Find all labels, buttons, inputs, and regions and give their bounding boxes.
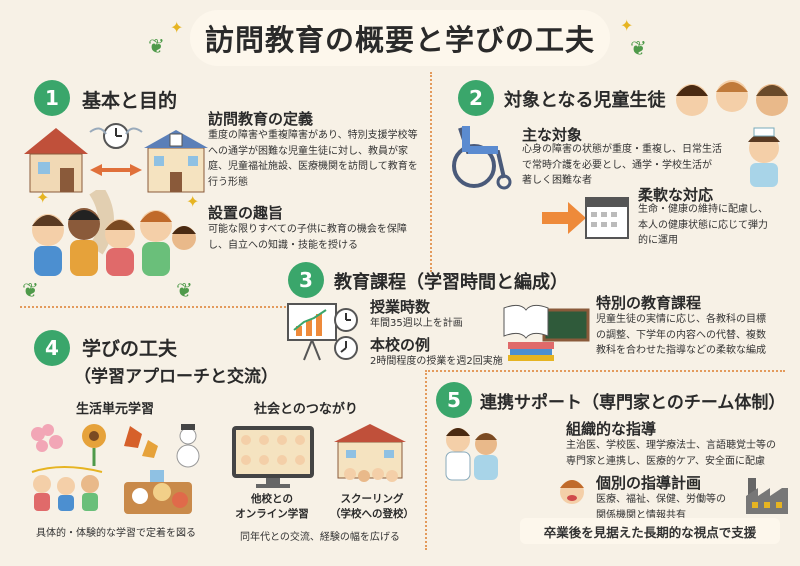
purpose-title: 設置の趣旨 bbox=[208, 204, 284, 222]
divider bbox=[430, 72, 432, 272]
social-connection-caption: 同年代との交流、経験の幅を広げる bbox=[240, 532, 400, 543]
section-4-subheading: （学習アプローチと交流） bbox=[74, 367, 278, 387]
school-example-text: 2時間程度の授業を週2回実施 bbox=[370, 356, 503, 367]
clock-icon bbox=[89, 123, 143, 149]
house-school-illustration bbox=[18, 118, 208, 198]
caregivers-icon bbox=[674, 78, 790, 188]
factory-icon bbox=[744, 474, 790, 516]
section-4-number: 4 bbox=[34, 330, 70, 366]
section-5-number: 5 bbox=[436, 382, 472, 418]
class-hours-text: 年間35週以上を計画 bbox=[370, 318, 463, 329]
page-title: 訪問教育の概要と学びの工夫 bbox=[190, 10, 610, 66]
social-connection-title: 社会とのつながり bbox=[254, 402, 358, 417]
individual-plan-title: 個別の指導計画 bbox=[596, 474, 702, 492]
schooling-label: スクーリング （学校への登校） bbox=[330, 493, 414, 520]
leaf-icon: ❦ bbox=[148, 34, 165, 58]
individual-plan-text: 医療、福祉、保健、労働等の 関係機関と情報共有 bbox=[596, 494, 726, 521]
main-target-title: 主な対象 bbox=[522, 126, 583, 144]
house-icon bbox=[24, 128, 88, 193]
video-call-icon bbox=[230, 424, 316, 490]
speech-person-icon bbox=[554, 476, 590, 512]
school-example-title: 本校の例 bbox=[370, 336, 431, 354]
school-children-icon bbox=[330, 420, 410, 490]
flexible-response-text: 生命・健康の維持に配慮し、 本人の健康状態に応じて弾力 的に運用 bbox=[638, 204, 768, 246]
flexible-response-title: 柔軟な対応 bbox=[638, 186, 714, 204]
online-learning-label: 他校との オンライン学習 bbox=[235, 493, 309, 520]
chalkboard-icon bbox=[542, 308, 590, 342]
chart-board-icon bbox=[284, 300, 360, 364]
school-icon bbox=[144, 130, 208, 193]
sparkle-icon: ✦ bbox=[620, 16, 634, 35]
calendar-icon bbox=[538, 188, 634, 244]
section-5-heading: 連携サポート（専門家とのチーム体制） bbox=[480, 393, 786, 413]
long-term-support-text: 卒業後を見据えた長期的な視点で支援 bbox=[543, 524, 757, 540]
section-2-heading: 対象となる児童生徒 bbox=[504, 90, 666, 111]
wheelchair-icon bbox=[446, 122, 516, 192]
divider bbox=[425, 370, 785, 372]
section-4-heading: 学びの工夫 bbox=[82, 338, 178, 360]
section-3-heading: 教育課程（学習時間と編成） bbox=[334, 272, 568, 293]
life-unit-learning-title: 生活単元学習 bbox=[76, 402, 155, 417]
meal-tray-icon bbox=[124, 470, 192, 514]
long-term-support-banner: 卒業後を見据えた長期的な視点で支援 bbox=[520, 518, 780, 544]
book-icon bbox=[500, 302, 592, 362]
section-1-number: 1 bbox=[34, 80, 70, 116]
purpose-text: 可能な限りすべての子供に教育の機会を保障 し、自立への知識・技能を授ける bbox=[208, 224, 407, 251]
doctor-icon bbox=[436, 424, 506, 484]
organized-guidance-text: 主治医、学校医、理学療法士、言語聴覚士等の 専門家と連携し、医療的ケア、安全面に… bbox=[566, 440, 776, 467]
leaf-icon: ❦ bbox=[630, 36, 647, 60]
main-target-text: 心身の障害の状態が重度・重複し、日常生活 で常時介護を必要とし、通学・学校生活が… bbox=[522, 144, 722, 186]
sparkle-icon: ✦ bbox=[36, 188, 50, 207]
section-1-heading: 基本と目的 bbox=[82, 90, 178, 112]
class-hours-title: 授業時数 bbox=[370, 298, 431, 316]
section-3-number: 3 bbox=[288, 262, 324, 298]
divider bbox=[20, 306, 290, 308]
nurse-icon bbox=[748, 127, 780, 187]
snowman-icon bbox=[176, 424, 200, 468]
organized-guidance-title: 組織的な指導 bbox=[566, 420, 657, 438]
definition-title: 訪問教育の定義 bbox=[208, 110, 314, 128]
definition-text: 重度の障害や重複障害があり、特別支援学校等 への通学が困難な児童生徒に対し、教員… bbox=[208, 130, 418, 188]
sparkle-icon: ✦ bbox=[186, 192, 200, 211]
page-title-text: 訪問教育の概要と学びの工夫 bbox=[204, 23, 595, 57]
sparkle-icon: ✦ bbox=[170, 18, 184, 37]
special-curriculum-title: 特別の教育課程 bbox=[596, 294, 702, 312]
flowers-icon bbox=[22, 420, 212, 520]
leaf-icon: ❦ bbox=[176, 278, 193, 302]
life-unit-learning-caption: 具体的・体験的な学習で定着を図る bbox=[36, 528, 196, 539]
section-2-number: 2 bbox=[458, 80, 494, 116]
children-icon bbox=[26, 190, 196, 280]
special-curriculum-text: 児童生徒の実情に応じ、各教科の目標 の調整、下学年の内容への代替、複数 教科を合… bbox=[596, 314, 766, 356]
divider bbox=[425, 370, 427, 550]
leaf-icon: ❦ bbox=[22, 278, 39, 302]
